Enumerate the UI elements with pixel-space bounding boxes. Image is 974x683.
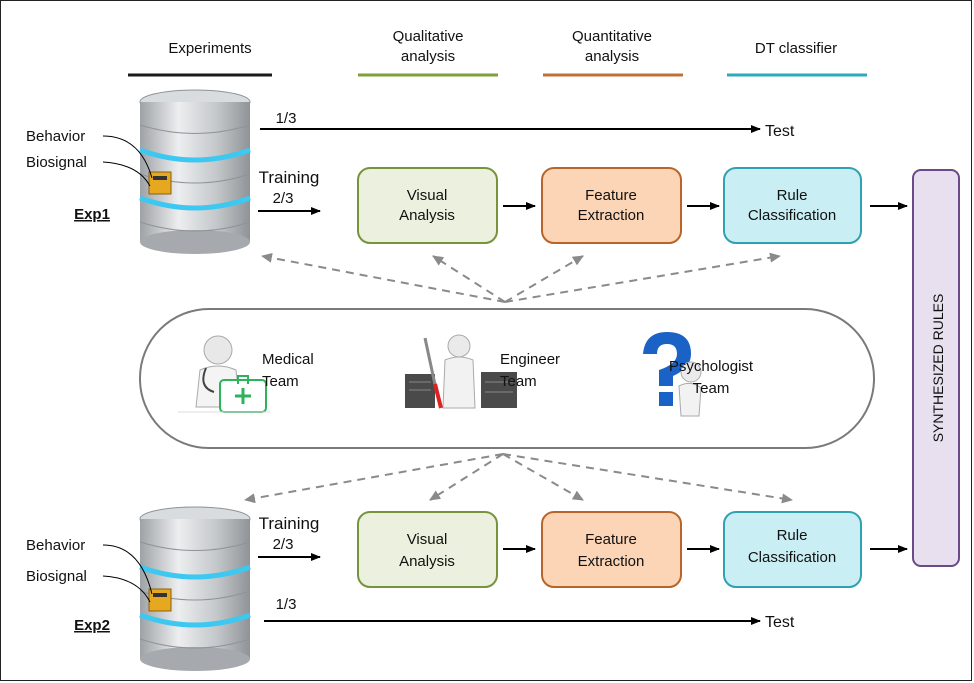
row1-feature-line1: Feature — [585, 187, 637, 204]
row2-visual-line1: Visual — [407, 531, 448, 548]
exp1-test-fraction: 1/3 — [276, 110, 297, 127]
row1-rule-line2: Classification — [748, 207, 836, 224]
exp1-test-label: Test — [765, 123, 795, 140]
exp1-biosignal-callout — [102, 161, 151, 187]
psychologist-team-line1: Psychologist — [669, 358, 754, 375]
dashed-arrows-top — [261, 252, 781, 303]
row1-visual-analysis-box: Visual Analysis — [357, 167, 498, 244]
row2-feature-line2: Extraction — [578, 553, 645, 570]
exp1-behavior-callout — [102, 135, 153, 179]
exp2-behavior-callout — [102, 544, 153, 595]
row1-visual-line1: Visual — [407, 187, 448, 204]
exp1-training-fraction: 2/3 — [273, 190, 294, 207]
row1-feature-line2: Extraction — [578, 207, 645, 224]
exp1-training-label: Training — [259, 168, 320, 187]
header-experiments-label: Experiments — [168, 40, 251, 57]
header-qualitative-line1: Qualitative — [393, 28, 464, 45]
exp2-test-fraction: 1/3 — [276, 596, 297, 613]
database-exp2-icon — [139, 506, 251, 671]
synthesized-rules-box: SYNTHESIZED RULES — [912, 169, 960, 567]
header-qualitative: Qualitative analysis — [358, 28, 498, 77]
row2-visual-line2: Analysis — [399, 553, 455, 570]
row2-visual-analysis-box: Visual Analysis — [357, 511, 498, 588]
exp2-training-fraction: 2/3 — [273, 536, 294, 553]
medical-team-line2: Team — [262, 373, 299, 390]
dashed-arrows-bottom — [244, 453, 793, 504]
exp2-behavior-label: Behavior — [26, 537, 85, 554]
row1-feature-extraction-box: Feature Extraction — [541, 167, 682, 244]
row2-rule-classification-box: Rule Classification — [723, 511, 862, 588]
engineer-server-icon — [405, 334, 517, 409]
row2-rule-line2: Classification — [748, 549, 836, 566]
exp2-test-label: Test — [765, 614, 795, 631]
synthesized-rules-label: SYNTHESIZED RULES — [930, 294, 946, 443]
medical-doctor-icon — [178, 335, 270, 413]
header-quantitative: Quantitative analysis — [543, 28, 683, 77]
header-quantitative-line1: Quantitative — [572, 28, 652, 45]
row1-rule-classification-box: Rule Classification — [723, 167, 862, 244]
row1-rule-line1: Rule — [777, 187, 808, 204]
exp1-behavior-label: Behavior — [26, 128, 85, 145]
engineer-team-line2: Team — [500, 373, 537, 390]
medical-team-line1: Medical — [262, 351, 314, 368]
engineer-team-line1: Engineer — [500, 351, 560, 368]
psychologist-question-icon — [643, 332, 702, 417]
exp1-biosignal-label: Biosignal — [26, 154, 87, 171]
row1-visual-line2: Analysis — [399, 207, 455, 224]
row2-feature-line1: Feature — [585, 531, 637, 548]
psychologist-team-line2: Team — [693, 380, 730, 397]
exp2-biosignal-callout — [102, 575, 151, 603]
row2-feature-extraction-box: Feature Extraction — [541, 511, 682, 588]
exp2-training-label: Training — [259, 514, 320, 533]
header-quantitative-line2: analysis — [585, 48, 639, 65]
header-experiments: Experiments — [128, 40, 272, 77]
header-dt-classifier: DT classifier — [727, 40, 867, 77]
header-dt-label: DT classifier — [755, 40, 837, 57]
header-qualitative-line2: analysis — [401, 48, 455, 65]
exp2-name: Exp2 — [74, 617, 110, 634]
exp2-biosignal-label: Biosignal — [26, 568, 87, 585]
exp1-name: Exp1 — [74, 206, 110, 223]
database-exp1-icon — [139, 89, 251, 254]
row2-rule-line1: Rule — [777, 527, 808, 544]
